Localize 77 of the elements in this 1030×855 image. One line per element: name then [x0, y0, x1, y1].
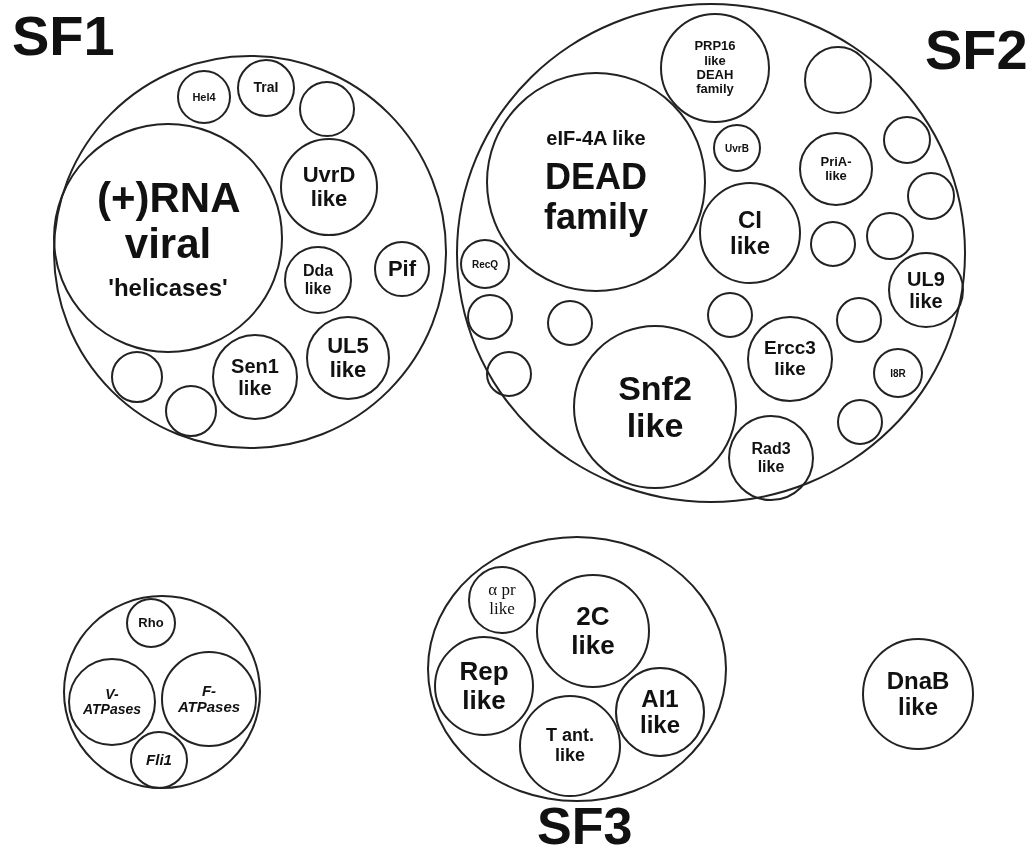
family-circle — [699, 182, 801, 284]
family-label: AI1 like — [640, 685, 680, 739]
family-circle — [237, 59, 295, 117]
empty-circle — [883, 116, 931, 164]
family-circle — [615, 667, 705, 757]
empty-circle — [866, 212, 914, 260]
family-label: 'helicases' — [108, 275, 228, 302]
family-circle — [728, 415, 814, 501]
family-label: Ercc3 like — [764, 338, 816, 380]
family-label: TraI — [253, 80, 279, 96]
family-label: Sen1 like — [231, 355, 279, 399]
family-circle — [460, 239, 510, 289]
family-circle — [68, 658, 156, 746]
family-label: Fli1 — [146, 751, 172, 769]
family-circle — [747, 316, 833, 402]
empty-circle — [547, 300, 593, 346]
family-circle — [284, 246, 352, 314]
family-circle — [536, 574, 650, 688]
family-label: DEAD family — [542, 157, 649, 237]
family-label: Dda like — [302, 262, 334, 298]
family-circle — [177, 70, 231, 124]
family-label: Rep like — [459, 657, 509, 715]
group-heading: SF3 — [537, 800, 633, 852]
family-label: I8R — [890, 367, 906, 379]
family-label: UL9 like — [907, 268, 945, 312]
family-label: α pr like — [487, 581, 517, 619]
family-circle — [888, 252, 964, 328]
empty-circle — [810, 221, 856, 267]
family-label: F- ATPases — [177, 682, 241, 716]
empty-circle — [467, 294, 513, 340]
family-label: Snf2 like — [618, 369, 692, 445]
empty-circle — [486, 351, 532, 397]
family-circle — [660, 13, 770, 123]
empty-circle — [804, 46, 872, 114]
family-circle — [573, 325, 737, 489]
family-label: UvrB — [725, 142, 749, 154]
family-label: DnaB like — [886, 667, 950, 721]
family-circle — [374, 241, 430, 297]
family-circle — [713, 124, 761, 172]
family-circle — [280, 138, 378, 236]
family-circle — [519, 695, 621, 797]
family-circle — [161, 651, 257, 747]
family-label: CI like — [730, 206, 770, 260]
family-label: 2C like — [571, 602, 615, 660]
family-label: T ant. like — [545, 726, 595, 766]
family-label: eIF-4A like — [546, 127, 646, 150]
group-circle — [63, 595, 261, 789]
family-circle — [862, 638, 974, 750]
empty-circle — [165, 385, 217, 437]
empty-circle — [707, 292, 753, 338]
empty-circle — [299, 81, 355, 137]
family-circle — [434, 636, 534, 736]
family-label: Pif — [387, 256, 417, 282]
empty-circle — [837, 399, 883, 445]
family-label: Rho — [138, 615, 164, 631]
family-circle — [306, 316, 390, 400]
family-circle — [873, 348, 923, 398]
family-circle — [468, 566, 536, 634]
family-circle — [799, 132, 873, 206]
family-circle — [126, 598, 176, 648]
family-label: Rad3 like — [751, 440, 791, 476]
empty-circle — [907, 172, 955, 220]
family-label: (+)RNA viral — [97, 174, 239, 267]
group-heading: SF2 — [925, 22, 1028, 78]
group-heading: SF1 — [12, 8, 115, 64]
family-label: V- ATPases — [82, 686, 142, 718]
family-label: Hel4 — [192, 90, 216, 104]
empty-circle — [111, 351, 163, 403]
family-label: UvrD like — [302, 162, 356, 212]
family-label: RecQ — [471, 258, 499, 270]
family-circle — [130, 731, 188, 789]
family-circle — [212, 334, 298, 420]
family-circle — [53, 123, 283, 353]
family-label: PRP16 like DEAH family — [694, 39, 736, 97]
family-label: UL5 like — [327, 333, 369, 383]
family-label: PriA- like — [820, 154, 852, 184]
empty-circle — [836, 297, 882, 343]
